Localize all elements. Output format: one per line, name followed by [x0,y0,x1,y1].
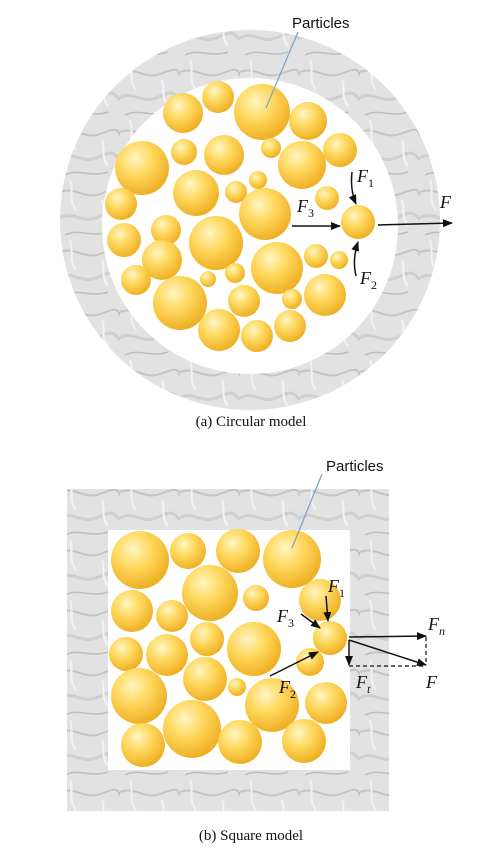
particle [204,135,244,175]
particle [239,188,291,240]
particle [304,244,328,268]
particle [111,590,153,632]
particle [228,678,246,696]
particle [111,531,169,589]
force-arrow-fn [348,632,427,641]
particle [156,600,188,632]
particle [282,719,326,763]
force-label-f: F [425,672,438,692]
particle [261,138,281,158]
particle [200,271,216,287]
particle [182,565,238,621]
force-arrow-f2 [269,651,319,677]
force-label-f1: F1 [356,166,374,190]
force-label-fn: Fn [427,614,445,638]
particle [173,170,219,216]
particle [216,529,260,573]
force-arrow-f1 [348,171,357,205]
circular-model: Particles F1 F2 F3 F [60,15,453,410]
particle [146,634,188,676]
force-label-f3: F3 [276,606,294,630]
force-arrow-f [348,639,427,667]
force-label-f: F [439,192,452,212]
particle [142,240,182,280]
particle [274,310,306,342]
particle [313,621,347,655]
particle [198,309,240,351]
particle [228,285,260,317]
particle [218,720,262,764]
particle [234,84,290,140]
particle [323,133,357,167]
force-label-f3: F3 [296,196,314,220]
particle [153,276,207,330]
particle [151,215,181,245]
particle [190,622,224,656]
particle [299,579,341,621]
force-arrow-f2 [351,241,359,277]
caption-square-model: (b) Square model [198,828,304,844]
particle [304,274,346,316]
particle [278,141,326,189]
particle [202,81,234,113]
particle [225,181,247,203]
particle [249,171,267,189]
particle [111,668,167,724]
particle [121,265,151,295]
particle [189,216,243,270]
square-model: Particles F1 F2 F3 Fn Ft F [67,458,445,811]
force-arrow-f3 [300,613,321,629]
particle [263,530,321,588]
particles-leader-line [265,31,299,109]
particles-leader-line [291,473,323,549]
particle [282,289,302,309]
force-arrow-f1 [323,595,332,622]
particle [315,186,339,210]
particle [245,678,299,732]
particles-label: Particles [292,15,350,32]
force-label-f2: F2 [359,268,377,292]
force-label-ft: Ft [355,672,371,696]
particle [183,657,227,701]
particle [171,139,197,165]
particle [243,585,269,611]
particle [170,533,206,569]
particle [121,723,165,767]
particle [163,700,221,758]
force-label-f2: F2 [278,677,296,701]
particles-label: Particles [326,458,384,475]
particle [225,263,245,283]
particle [105,188,137,220]
particle [115,141,169,195]
particle [227,622,281,676]
particles-circular [105,81,375,352]
particles-square [109,529,347,767]
particle [305,682,347,724]
particle [341,205,375,239]
particle [241,320,273,352]
particle [296,648,324,676]
caption-circular-model: (a) Circular model [195,414,307,430]
particle [107,223,141,257]
particle [163,93,203,133]
force-arrow-f [377,219,453,228]
particle [109,637,143,671]
force-label-f1: F1 [327,576,345,600]
particle [251,242,303,294]
particle [289,102,327,140]
particle [330,251,348,269]
